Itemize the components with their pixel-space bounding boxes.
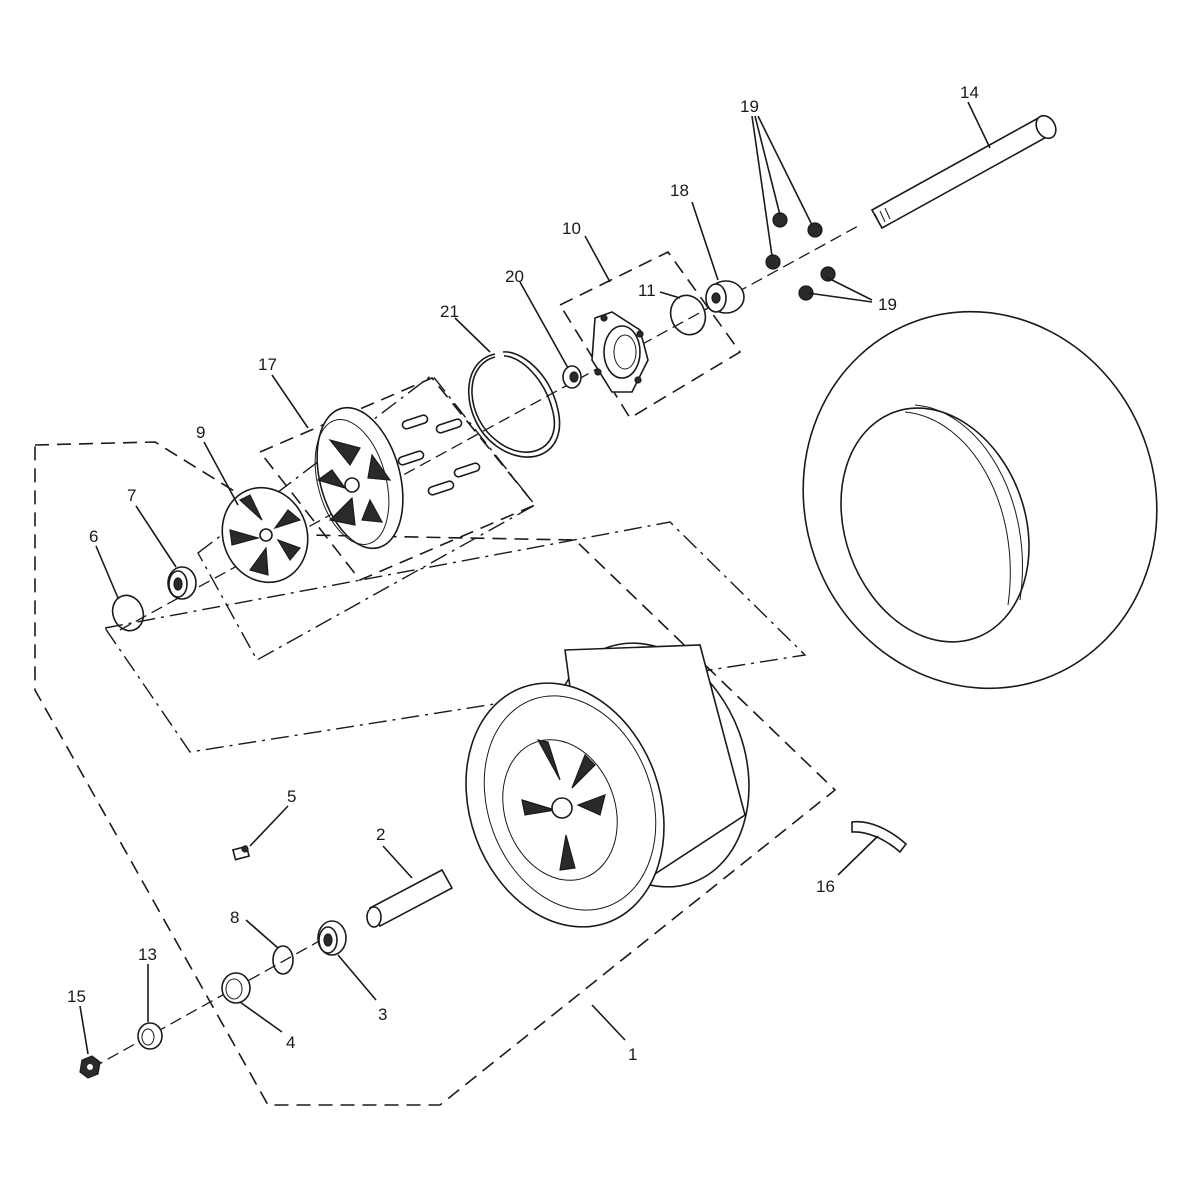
callout-14: 14	[960, 83, 979, 102]
callout-18: 18	[670, 181, 689, 200]
callout-8: 8	[230, 908, 239, 927]
spacer-13-part	[137, 1022, 163, 1050]
callout-5: 5	[287, 787, 296, 806]
callout-10: 10	[562, 219, 581, 238]
wheel-assembly-boundary	[34, 441, 837, 1106]
bearing-3-part	[317, 920, 347, 956]
callout-4: 4	[286, 1033, 295, 1052]
wheel-rim-part	[465, 642, 750, 928]
damper-rubber-part	[221, 486, 309, 584]
o-ring-6-part	[111, 594, 145, 632]
sprocket-carrier-group-boundary	[558, 250, 742, 420]
callout-16: 16	[816, 877, 835, 896]
callout-2: 2	[376, 825, 385, 844]
grease-fitting-part	[231, 845, 251, 861]
callout-19-right: 19	[878, 295, 897, 314]
callout-9: 9	[196, 423, 205, 442]
sprocket-carrier-part	[591, 311, 649, 393]
callout-20: 20	[505, 267, 524, 286]
callout-21: 21	[440, 302, 459, 321]
circlip-8-part	[272, 945, 294, 975]
valve-stem-part	[851, 820, 908, 854]
spacer-tube-part	[366, 868, 454, 928]
callout-6: 6	[89, 527, 98, 546]
seal-part	[221, 972, 251, 1004]
hub-group-boundary	[103, 521, 807, 753]
tire-part	[802, 310, 1158, 690]
callout-15: 15	[67, 987, 86, 1006]
callout-17: 17	[258, 355, 277, 374]
axle-bolt-part	[870, 114, 1057, 230]
damper-group-boundary	[258, 377, 537, 581]
callout-11: 11	[638, 281, 656, 300]
cush-drive-group-boundary	[197, 374, 537, 661]
circlip-part	[467, 351, 561, 458]
small-bearing-part	[562, 365, 582, 389]
nut-parts	[765, 212, 836, 301]
spacer-part	[705, 280, 745, 314]
axle-centerline-upper	[119, 224, 861, 631]
callout-1: 1	[628, 1045, 637, 1064]
o-ring-part	[669, 294, 707, 336]
callout-13: 13	[138, 945, 157, 964]
axle-nut-part	[79, 1055, 101, 1079]
cush-drive-hub-part	[314, 406, 481, 550]
callout-7: 7	[127, 486, 136, 505]
callout-labels: 1 2 3 4 5 6 7 8 9 10 11 13 14 15 16 17 1…	[67, 83, 979, 1064]
callout-3: 3	[378, 1005, 387, 1024]
axle-centerline	[91, 934, 331, 1069]
callout-19-top: 19	[740, 97, 759, 116]
leader-lines	[79, 101, 991, 1055]
bearing-7-part	[167, 566, 197, 600]
